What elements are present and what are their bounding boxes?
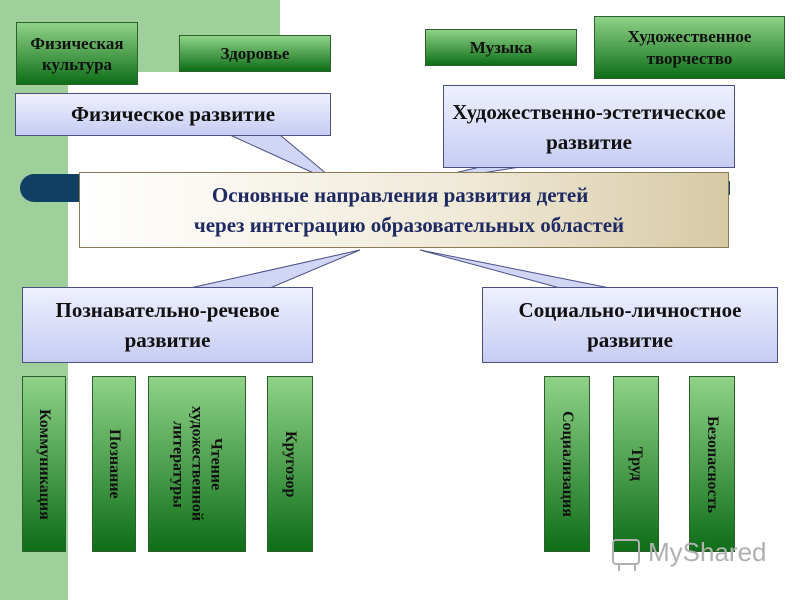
box-labor: Труд [613, 376, 659, 552]
box-communication: Коммуникация [22, 376, 66, 552]
box-health: Здоровье [179, 35, 331, 72]
box-reading: Чтение художественной литературы [148, 376, 246, 552]
watermark-logo: MyShared [612, 536, 767, 571]
box-physical-culture: Физическая культура [16, 22, 138, 85]
box-safety: Безопасность [689, 376, 735, 552]
pointer-cognitive [189, 249, 361, 289]
navy-bar-cap [20, 174, 90, 202]
callout-aesthetic-development: Художественно-эстетическое развитие [443, 85, 735, 168]
box-art-creativity: Художественное творчество [594, 16, 785, 79]
box-outlook: Кругозор [267, 376, 313, 552]
central-line-2: через интеграцию образовательных областе… [193, 213, 625, 237]
box-socialization: Социализация [544, 376, 590, 552]
presentation-screen-icon [612, 539, 640, 571]
central-concept-box: Основные направления развития детей чере… [79, 172, 729, 248]
watermark-text: MyShared [648, 536, 767, 567]
box-music: Музыка [425, 29, 577, 66]
callout-social-development: Социально-личностное развитие [482, 287, 778, 363]
box-cognition: Познание [92, 376, 136, 552]
central-line-1: Основные направления развития детей [211, 183, 589, 207]
pointer-social [419, 249, 611, 289]
callout-physical-development: Физическое развитие [15, 93, 331, 136]
callout-cognitive-development: Познавательно-речевое развитие [22, 287, 313, 363]
central-text: Основные направления развития детей чере… [184, 180, 624, 240]
